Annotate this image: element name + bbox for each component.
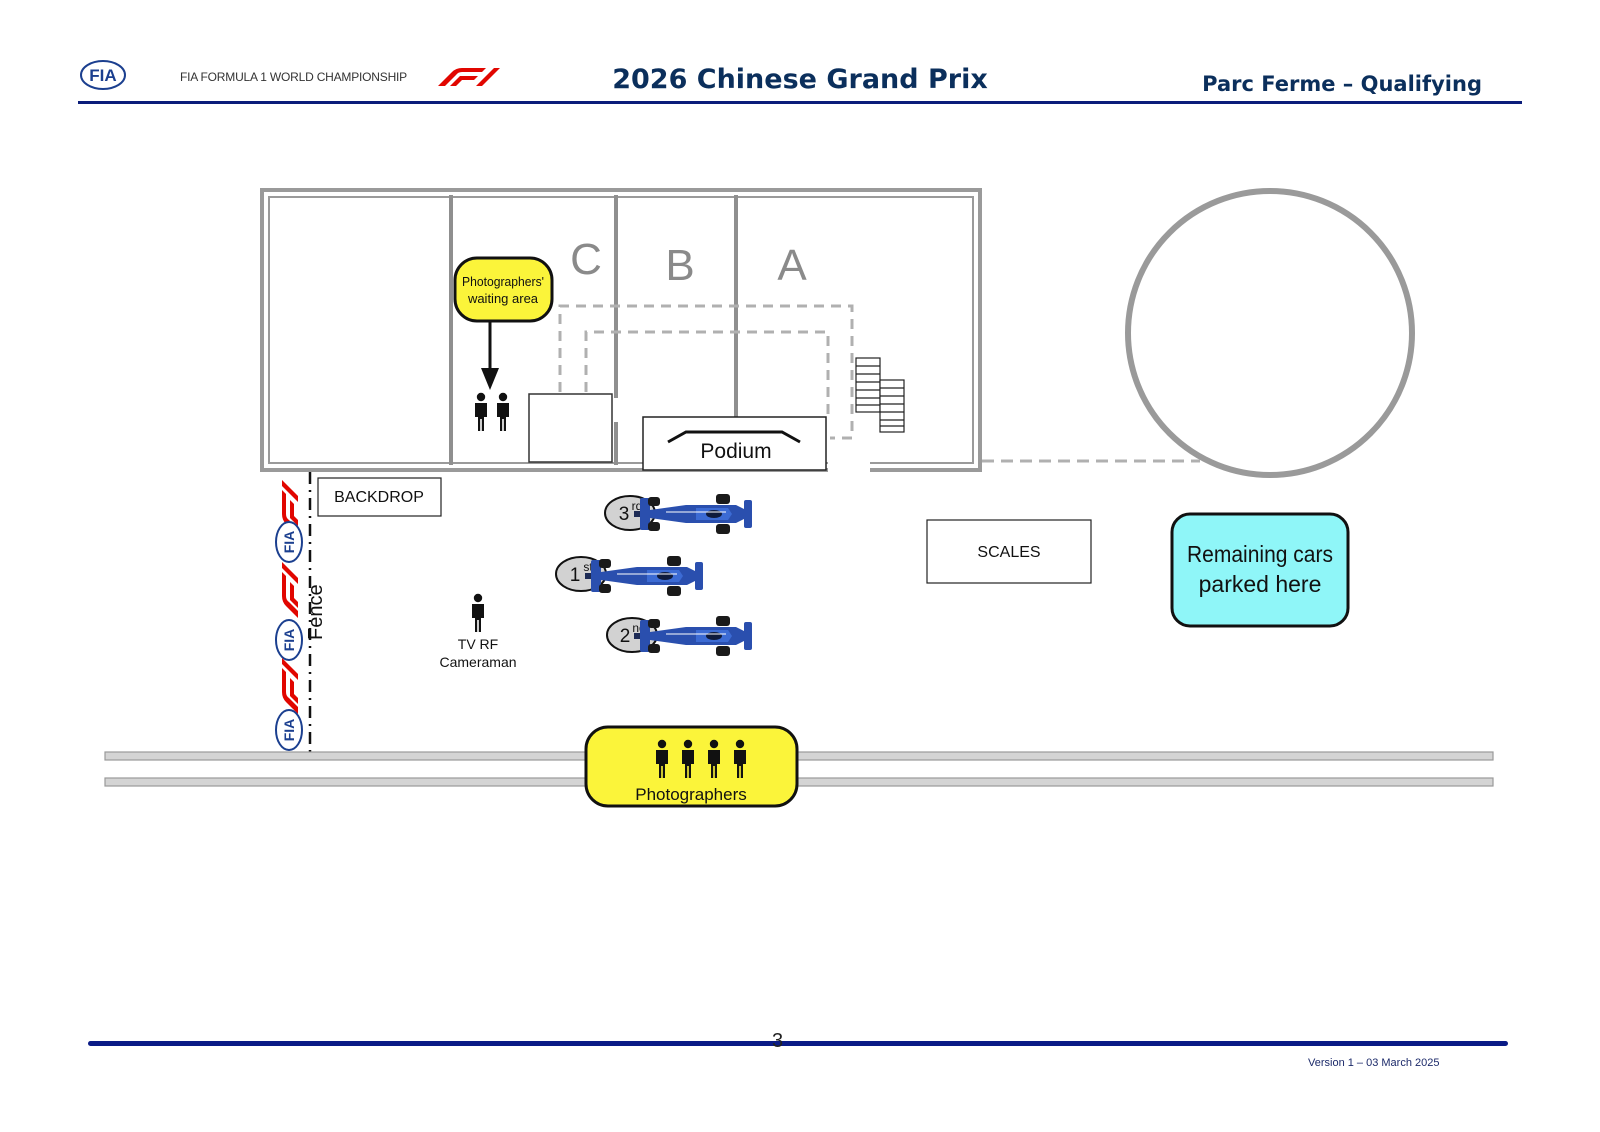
svg-text:FIA: FIA xyxy=(281,629,297,652)
car-icon xyxy=(633,615,753,657)
room-box xyxy=(528,393,613,463)
championship-label: FIA FORMULA 1 WORLD CHAMPIONSHIP xyxy=(180,70,407,84)
circle-area xyxy=(1125,188,1415,478)
position-number: 1 xyxy=(570,565,581,586)
remaining-cars-line2: parked here xyxy=(1199,571,1322,597)
track-rail-upper xyxy=(104,751,1494,761)
waiting-area-line1: Photographers' xyxy=(462,274,544,289)
fia-logo-icon: FIA xyxy=(275,521,303,563)
position-suffix: rd xyxy=(632,499,643,513)
photographers-area xyxy=(584,725,799,808)
podium-label: Podium xyxy=(700,440,771,463)
photographers-waiting-area xyxy=(453,256,554,323)
bay-label-b: B xyxy=(665,241,694,290)
fia-logo: FIA xyxy=(80,60,126,90)
dashed-route-outer xyxy=(558,304,854,440)
svg-text:FIA: FIA xyxy=(89,66,116,85)
footer-rule xyxy=(88,1041,1508,1046)
scales-label: SCALES xyxy=(977,544,1040,561)
dashed-route-inner xyxy=(584,330,830,418)
scales xyxy=(926,519,1092,584)
f1-logo xyxy=(438,68,500,86)
photographers-label: Photographers xyxy=(635,785,747,804)
bay-label-a: A xyxy=(777,241,807,290)
header-rule xyxy=(78,101,1522,104)
tv-rf-label: TV RF xyxy=(458,636,498,652)
position-number: 3 xyxy=(619,504,630,525)
track-rail-lower xyxy=(104,777,1494,787)
fia-logo-icon: FIA xyxy=(275,619,303,661)
position-number: 2 xyxy=(620,626,631,647)
car-icon xyxy=(633,493,753,535)
backdrop-label: BACKDROP xyxy=(334,489,424,506)
building-outer-wall xyxy=(260,188,982,472)
cameraman-label: Cameraman xyxy=(439,654,516,670)
svg-text:FIA: FIA xyxy=(281,531,297,554)
f1-logo-icon xyxy=(282,658,298,714)
backdrop xyxy=(317,477,442,517)
stairs-icon xyxy=(855,357,905,433)
bay-label-c: C xyxy=(570,235,602,284)
f1-logo-icon xyxy=(282,480,298,536)
fia-logo-icon: FIA xyxy=(275,709,303,751)
page-subtitle: Parc Ferme – Qualifying xyxy=(1202,72,1482,96)
cameraman-icon xyxy=(472,593,484,632)
waiting-area-line2: waiting area xyxy=(467,291,539,306)
page-title: 2026 Chinese Grand Prix xyxy=(612,64,988,95)
remaining-cars-line1: Remaining cars xyxy=(1187,541,1333,567)
podium-step-icon xyxy=(667,430,801,444)
fence-logos: FIA FIA FIA xyxy=(275,480,303,751)
podium xyxy=(642,416,827,471)
remaining-cars-area xyxy=(1170,512,1350,628)
waiting-photographers-icon xyxy=(475,392,509,431)
svg-text:FIA: FIA xyxy=(281,719,297,742)
fence-label: Fence xyxy=(305,584,327,640)
version-label: Version 1 – 03 March 2025 xyxy=(1308,1057,1440,1069)
position-suffix: st xyxy=(583,560,593,574)
building-inner-wall xyxy=(268,196,974,464)
car-icon xyxy=(584,555,704,597)
f1-logo-icon xyxy=(282,562,298,618)
page-number: 3 xyxy=(772,1030,784,1052)
